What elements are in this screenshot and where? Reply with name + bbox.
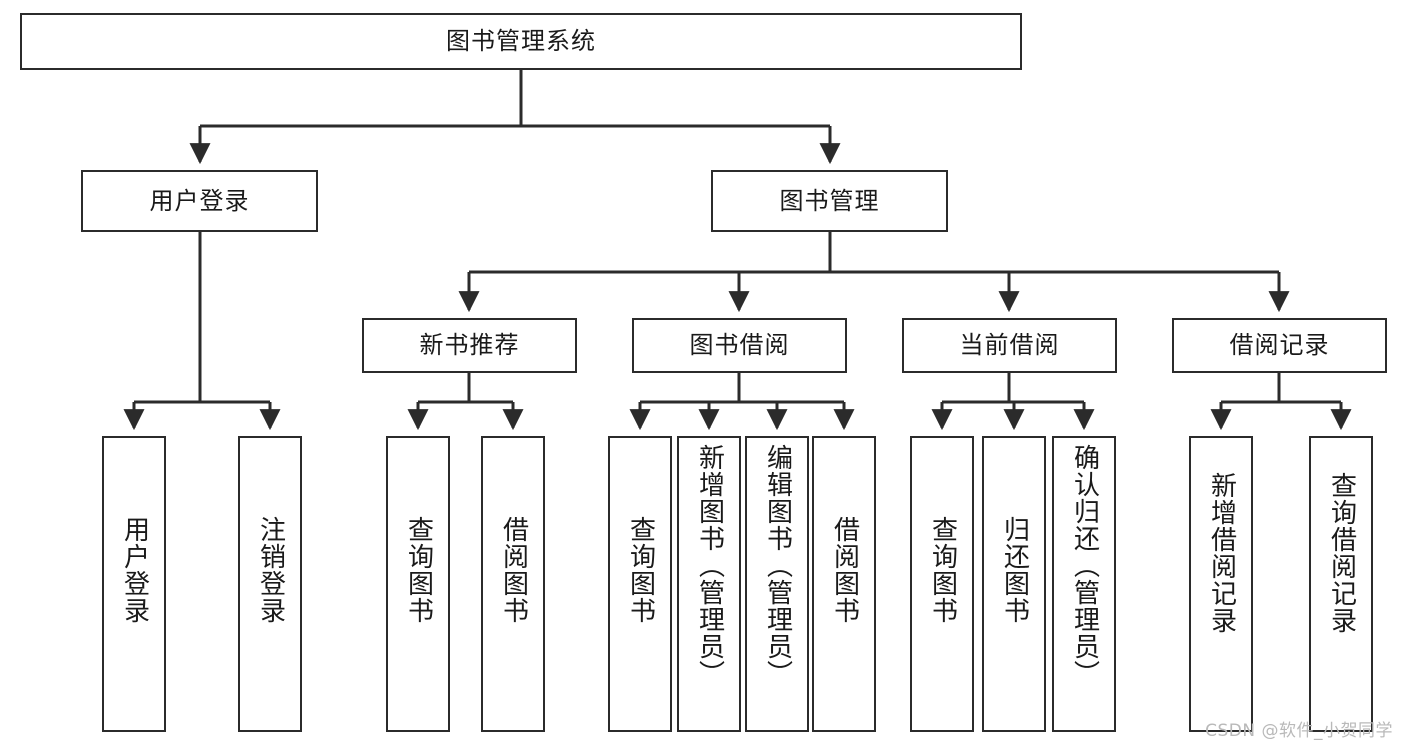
node-leaf-borrow-book-2[interactable]: 借阅图书: [812, 436, 876, 732]
node-leaf-query-book-1[interactable]: 查询图书: [386, 436, 450, 732]
node-leaf-return-book[interactable]: 归还图书: [982, 436, 1046, 732]
node-leaf-query-book-3-label: 查询图书: [927, 516, 958, 624]
node-leaf-user-login[interactable]: 用户登录: [102, 436, 166, 732]
node-leaf-query-book-2[interactable]: 查询图书: [608, 436, 672, 732]
node-book-manage[interactable]: 图书管理: [711, 170, 948, 232]
node-leaf-edit-book[interactable]: 编辑图书（管理员）: [745, 436, 809, 732]
node-leaf-confirm-return-label: 确认归还（管理员）: [1069, 444, 1100, 687]
node-leaf-query-book-1-label: 查询图书: [403, 516, 434, 624]
node-leaf-query-record-label: 查询借阅记录: [1326, 472, 1357, 634]
node-root-label: 图书管理系统: [446, 27, 596, 56]
node-leaf-add-book[interactable]: 新增图书（管理员）: [677, 436, 741, 732]
node-leaf-query-record[interactable]: 查询借阅记录: [1309, 436, 1373, 732]
node-root[interactable]: 图书管理系统: [20, 13, 1022, 70]
node-leaf-add-book-label: 新增图书（管理员）: [694, 444, 725, 687]
node-book-manage-label: 图书管理: [779, 186, 880, 215]
node-current-borrow[interactable]: 当前借阅: [902, 318, 1117, 373]
node-book-borrow[interactable]: 图书借阅: [632, 318, 847, 373]
node-current-borrow-label: 当前借阅: [959, 331, 1060, 360]
node-leaf-logout[interactable]: 注销登录: [238, 436, 302, 732]
node-leaf-add-record[interactable]: 新增借阅记录: [1189, 436, 1253, 732]
node-leaf-confirm-return[interactable]: 确认归还（管理员）: [1052, 436, 1116, 732]
node-borrow-records-label: 借阅记录: [1229, 331, 1330, 360]
watermark-text: CSDN @软件_小贺同学: [1205, 721, 1393, 741]
node-borrow-records[interactable]: 借阅记录: [1172, 318, 1387, 373]
node-new-book-recommend-label: 新书推荐: [419, 331, 520, 360]
node-leaf-logout-label: 注销登录: [255, 516, 286, 624]
node-leaf-user-login-label: 用户登录: [119, 516, 150, 624]
node-leaf-query-book-2-label: 查询图书: [625, 516, 656, 624]
node-book-borrow-label: 图书借阅: [689, 331, 790, 360]
node-leaf-query-book-3[interactable]: 查询图书: [910, 436, 974, 732]
node-leaf-edit-book-label: 编辑图书（管理员）: [762, 444, 793, 687]
node-leaf-return-book-label: 归还图书: [999, 516, 1030, 624]
node-leaf-borrow-book-2-label: 借阅图书: [829, 516, 860, 624]
node-user-login-label: 用户登录: [149, 186, 250, 215]
node-leaf-borrow-book-1[interactable]: 借阅图书: [481, 436, 545, 732]
node-new-book-recommend[interactable]: 新书推荐: [362, 318, 577, 373]
node-user-login[interactable]: 用户登录: [81, 170, 318, 232]
node-leaf-add-record-label: 新增借阅记录: [1206, 472, 1237, 634]
node-leaf-borrow-book-1-label: 借阅图书: [498, 516, 529, 624]
